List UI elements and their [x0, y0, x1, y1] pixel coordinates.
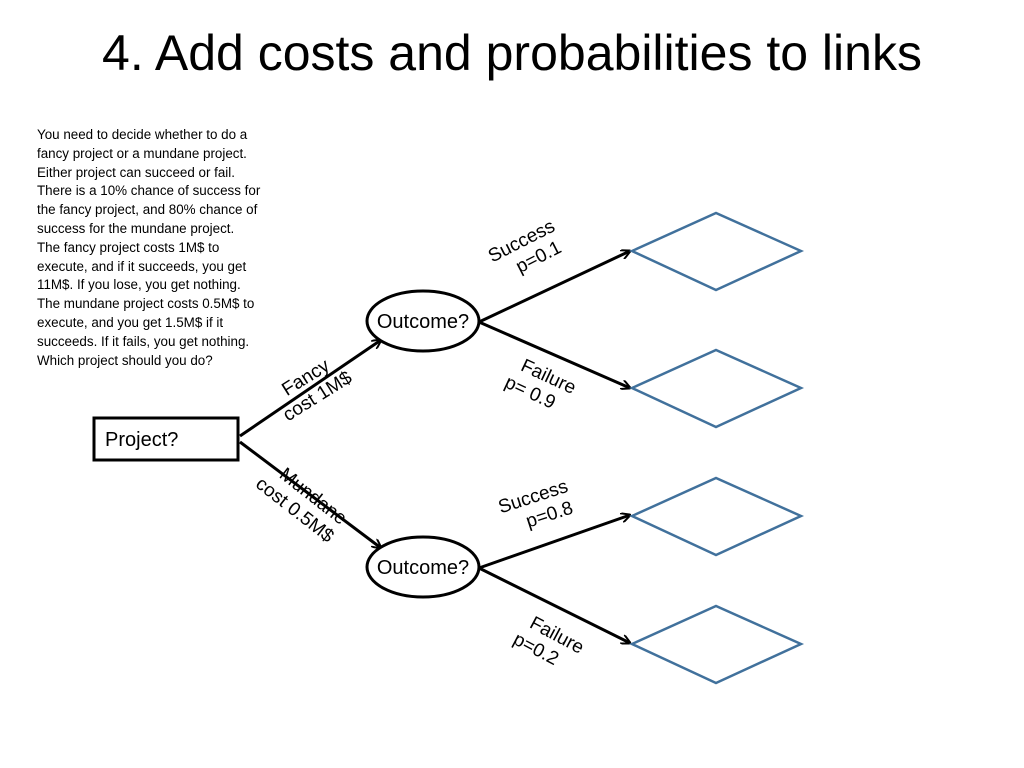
description-line: The mundane project costs 0.5M$ to [37, 296, 255, 312]
decision-box [92, 416, 240, 462]
edge-fancy-failure-arrow [478, 320, 630, 388]
description-line: succeeds. If it fails, you get nothing. [37, 333, 250, 349]
chance-node-label: Outcome? [377, 311, 469, 333]
chance-node-mundane: Outcome? [365, 535, 481, 599]
leaf-fancy-success [628, 211, 805, 292]
description-line: the fancy project, and 80% chance of [37, 202, 258, 218]
description-line: execute, and if it succeeds, you get [37, 258, 247, 274]
edge-fancy-success-label: Success p=0.1 [485, 216, 565, 278]
edge-mundane-failure-arrow [478, 566, 630, 643]
branch-mundane-arrow [239, 440, 381, 548]
problem-description: You need to decide whether to do a fancy… [37, 126, 307, 370]
description-line: execute, and you get 1.5M$ if it [37, 314, 224, 330]
leaf-mundane-success [628, 476, 805, 557]
chance-node-label: Outcome? [377, 557, 469, 579]
chance-node-fancy: Outcome? [365, 289, 481, 353]
decision-node-label: Project? [105, 429, 178, 451]
description-line: fancy project or a mundane project. [37, 145, 247, 161]
leaf-fancy-failure [628, 348, 805, 429]
description-line: The fancy project costs 1M$ to [37, 239, 220, 255]
description-line: Either project can succeed or fail. [37, 164, 235, 180]
description-line: Which project should you do? [37, 352, 213, 368]
branch-mundane-label: Mundane cost 0.5M$ [251, 464, 350, 547]
edge-fancy-success-arrow [478, 251, 630, 324]
slide-title: 4. Add costs and probabilities to links [102, 25, 922, 81]
edge-mundane-success-label: Success p=0.8 [496, 476, 576, 532]
branch-fancy-arrow [239, 340, 381, 438]
description-line: There is a 10% chance of success for [37, 183, 261, 199]
description-line: success for the mundane project. [37, 220, 235, 236]
edge-mundane-failure-label: Failure p=0.2 [510, 613, 588, 670]
edge-mundane-success-arrow [478, 515, 630, 570]
leaf-mundane-failure [628, 604, 805, 685]
description-line: 11M$. If you lose, you get nothing. [37, 277, 241, 293]
decision-node-project: Project? [92, 416, 240, 462]
branch-fancy-label: Fancy cost 1M$ [278, 355, 356, 426]
description-line: You need to decide whether to do a [37, 127, 248, 142]
